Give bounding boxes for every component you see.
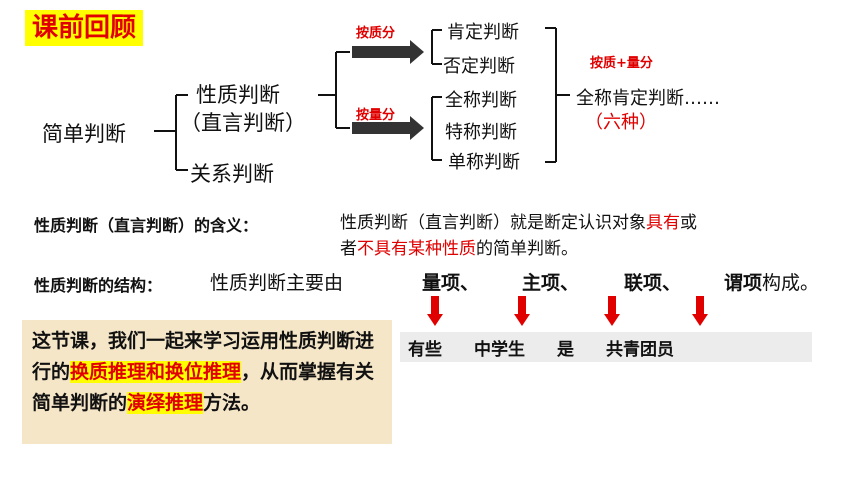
definition-text-d: 的简单判断。 bbox=[476, 239, 578, 259]
definition-text-c: 者 bbox=[340, 239, 357, 259]
page-title: 课前回顾 bbox=[25, 10, 143, 46]
arrow-quality bbox=[352, 40, 424, 64]
definition-text-b: 或 bbox=[680, 213, 697, 233]
branch-property: 性质判断 bbox=[196, 83, 280, 107]
term-quantifier: 量项、 bbox=[422, 272, 480, 294]
definition-line2: 者不具有某种性质的简单判断。 bbox=[340, 234, 578, 259]
structure-text: 性质判断主要由 bbox=[210, 272, 344, 294]
example-copula: 是 bbox=[557, 340, 574, 360]
term-predicate: 谓项 bbox=[724, 272, 763, 294]
term-subject: 主项、 bbox=[522, 272, 580, 294]
branch-relation: 关系判断 bbox=[190, 162, 274, 186]
item-affirmative: 肯定判断 bbox=[447, 22, 519, 43]
lesson-text-2: ，从而掌握有关简单判断的 bbox=[32, 361, 375, 414]
lesson-text-3: 方法。 bbox=[203, 392, 261, 414]
definition-line1: 性质判断（直言判断）就是断定认识对象具有或 bbox=[340, 208, 697, 233]
arrow-down-icon bbox=[427, 296, 443, 326]
lesson-intro-box: 这节课，我们一起来学习运用性质判断进行的换质推理和换位推理，从而掌握有关简单判断… bbox=[22, 320, 392, 444]
definition-label: 性质判断（直言判断）的含义： bbox=[34, 216, 259, 235]
item-negative: 否定判断 bbox=[443, 56, 515, 77]
arrow-quantity bbox=[352, 116, 424, 140]
example-predicate: 共青团员 bbox=[606, 340, 674, 360]
structure-label: 性质判断的结构： bbox=[34, 276, 163, 295]
label-by-quantity: 按量分 bbox=[356, 108, 396, 123]
structure-end: 构成。 bbox=[762, 272, 820, 294]
arrow-down-icon bbox=[692, 296, 708, 326]
lesson-text-1: 这节课，我们一起来学习运用性质判断进行的 bbox=[32, 330, 375, 383]
term-predicate-line: 谓项构成。 bbox=[724, 268, 819, 295]
item-particular: 特称判断 bbox=[445, 122, 517, 143]
term-copula: 联项、 bbox=[624, 272, 682, 294]
example-quantifier: 有些 bbox=[408, 340, 442, 360]
branch-property-alias: （直言判断） bbox=[180, 111, 306, 135]
item-universal: 全称判断 bbox=[445, 90, 517, 111]
arrow-down-icon bbox=[514, 296, 530, 326]
combo-result: 全称肯定判断…… bbox=[576, 88, 720, 109]
definition-red-not-have: 不具有某种性质 bbox=[357, 239, 476, 259]
label-by-quality: 按质分 bbox=[356, 26, 396, 41]
combo-count: （六种） bbox=[585, 112, 657, 133]
item-singular: 单称判断 bbox=[448, 152, 520, 173]
example-subject: 中学生 bbox=[474, 340, 525, 360]
arrow-down-icon bbox=[604, 296, 620, 326]
lesson-highlight-deduction: 演绎推理 bbox=[127, 392, 204, 414]
definition-red-have: 具有 bbox=[646, 213, 680, 233]
example-bar bbox=[400, 332, 812, 362]
tree-root: 简单判断 bbox=[42, 122, 126, 146]
definition-text-a: 性质判断（直言判断）就是断定认识对象 bbox=[340, 213, 646, 233]
label-by-quality-quantity: 按质+量分 bbox=[590, 56, 653, 71]
lesson-highlight-inference: 换质推理和换位推理 bbox=[70, 361, 242, 383]
